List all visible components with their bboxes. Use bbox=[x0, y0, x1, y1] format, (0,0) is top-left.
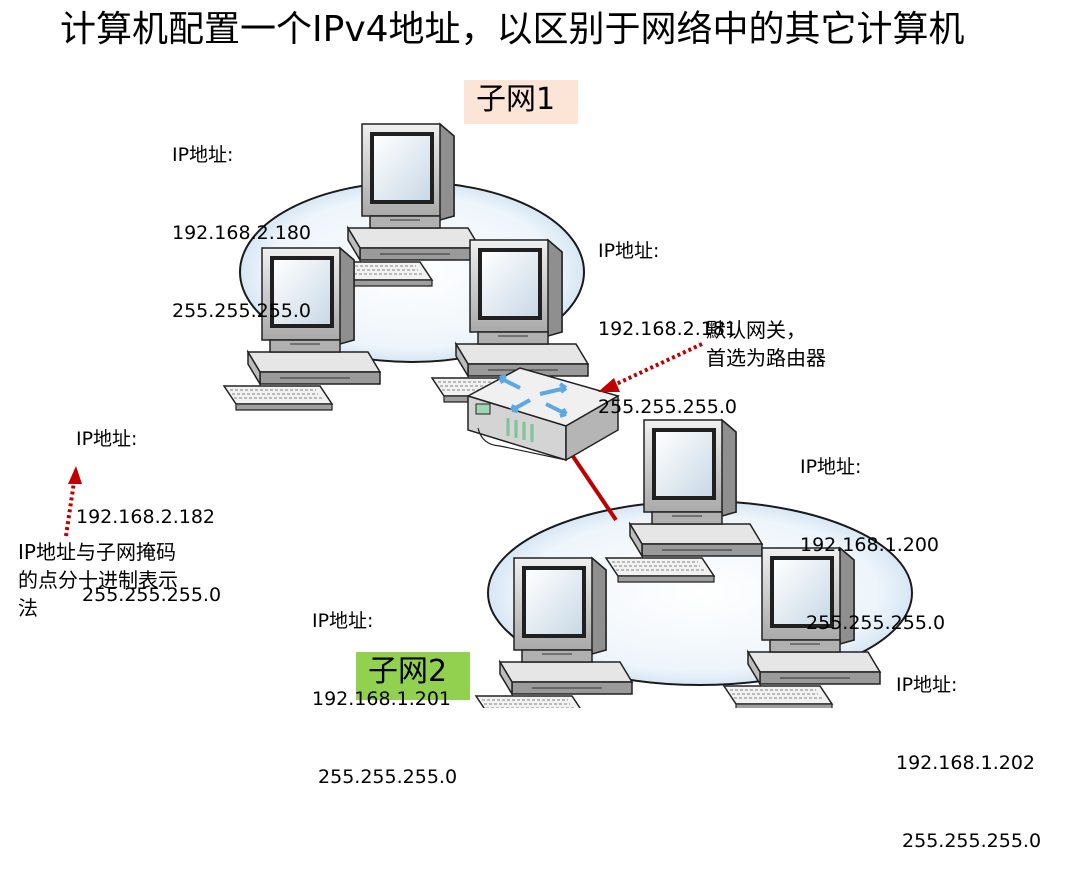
dotted-note-line: IP地址与子网掩码 bbox=[18, 540, 176, 564]
ip-value: 192.168.1.200 bbox=[800, 534, 940, 556]
dotted-note-line: 法 bbox=[18, 596, 38, 620]
host-182-address: IP地址: 192.168.2.182 255.255.255.0 bbox=[76, 374, 221, 634]
ip-value: 192.168.2.182 bbox=[76, 506, 216, 528]
ip-label: IP地址: bbox=[172, 144, 234, 166]
mask-value: 255.255.255.0 bbox=[312, 766, 458, 788]
ip-label: IP地址: bbox=[312, 610, 374, 632]
dotted-decimal-note: IP地址与子网掩码 的点分十进制表示 法 bbox=[18, 538, 178, 622]
host-180-address: IP地址: 192.168.2.180 255.255.255.0 bbox=[172, 90, 311, 350]
dotted-note-line: 的点分十进制表示 bbox=[18, 568, 178, 592]
ip-label: IP地址: bbox=[598, 240, 660, 262]
network-diagram bbox=[64, 123, 913, 708]
gateway-arrow bbox=[598, 342, 703, 392]
ip-value: 192.168.1.202 bbox=[896, 752, 1036, 774]
mask-value: 255.255.255.0 bbox=[172, 300, 312, 322]
gateway-note-line: 默认网关， bbox=[706, 318, 806, 342]
mask-value: 255.255.255.0 bbox=[800, 612, 946, 634]
mask-value: 255.255.255.0 bbox=[76, 584, 222, 606]
mask-value: 255.255.255.0 bbox=[598, 396, 738, 418]
mask-value: 255.255.255.0 bbox=[896, 830, 1042, 852]
notation-arrow bbox=[64, 466, 82, 537]
ip-value: 192.168.2.180 bbox=[172, 222, 312, 244]
ip-label: IP地址: bbox=[800, 456, 862, 478]
ip-label: IP地址: bbox=[896, 674, 958, 696]
link-router-subnet2 bbox=[568, 450, 618, 522]
subnet2-label: 子网2 bbox=[356, 652, 470, 700]
host-201-address: IP地址: 192.168.1.201 255.255.255.0 bbox=[312, 556, 457, 816]
ip-label: IP地址: bbox=[76, 428, 138, 450]
ip-value: 192.168.2.181 bbox=[598, 318, 738, 340]
gateway-note-line: 首选为路由器 bbox=[706, 346, 826, 370]
ip-value: 192.168.1.201 bbox=[312, 688, 452, 710]
router-icon bbox=[466, 367, 620, 462]
gateway-note: 默认网关， 首选为路由器 bbox=[706, 316, 826, 372]
subnet1-label: 子网1 bbox=[464, 80, 578, 124]
host-202-address: IP地址: 192.168.1.202 255.255.255.0 bbox=[896, 620, 1041, 880]
host-200-address: IP地址: 192.168.1.200 255.255.255.0 bbox=[800, 402, 945, 662]
page-title: 计算机配置一个IPv4地址，以区别于网络中的其它计算机 bbox=[60, 9, 965, 50]
host-181-address: IP地址: 192.168.2.181 255.255.255.0 bbox=[598, 186, 737, 446]
